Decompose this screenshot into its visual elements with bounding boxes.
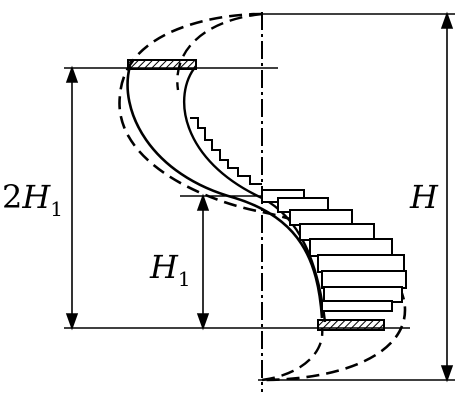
dimension-h1 xyxy=(196,193,210,331)
label-h1: H1 xyxy=(149,248,191,291)
dashed-inner-arc-bottom xyxy=(261,327,324,382)
label-2h1: 2H1 xyxy=(2,178,63,221)
upper-flight-steps xyxy=(190,117,262,185)
dashed-outer-helix xyxy=(118,12,407,382)
dimension-h xyxy=(440,11,454,383)
dashed-inner-arc-top xyxy=(176,12,263,91)
upper-landing-slab xyxy=(127,59,197,70)
outer-stringer xyxy=(126,65,324,319)
dimension-2h1 xyxy=(65,65,79,331)
lower-landing-slab xyxy=(317,319,385,331)
label-h: H xyxy=(409,178,439,216)
lower-flight-treads xyxy=(261,189,407,312)
